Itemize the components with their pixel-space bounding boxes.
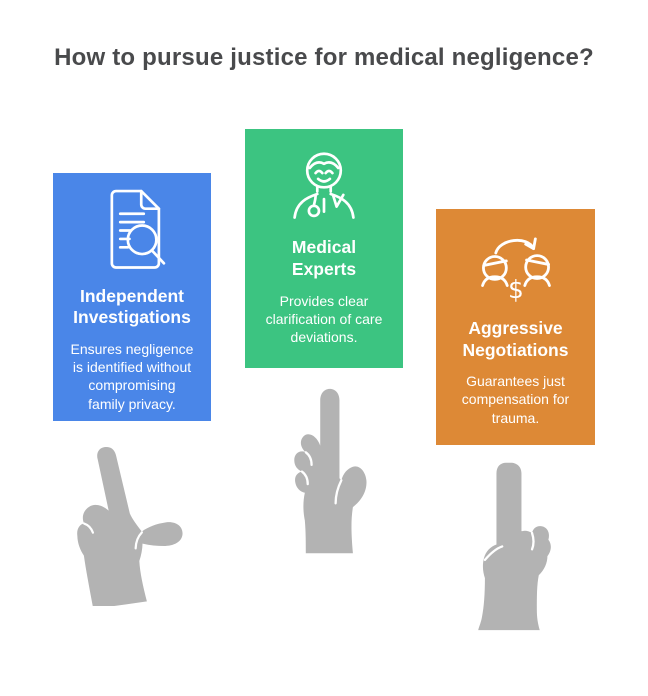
- document-search-icon: [110, 189, 166, 269]
- card-body: Ensures negligence is identified without…: [70, 341, 194, 412]
- card-heading: Medical Experts: [291, 237, 357, 279]
- card-heading: Aggressive Negotiations: [462, 317, 569, 360]
- card-heading: Independent Investigations: [73, 285, 191, 328]
- pointing-hand-icon: [291, 386, 369, 556]
- card-body: Guarantees just compensation for trauma.: [461, 373, 570, 426]
- pointing-hand-icon: [74, 444, 185, 607]
- pointing-hand-icon: [475, 460, 554, 632]
- page-title: How to pursue justice for medical neglig…: [54, 44, 594, 71]
- card-independent-investigations: Independent Investigations Ensures negli…: [48, 168, 216, 426]
- negotiation-exchange-icon: $: [480, 237, 551, 304]
- doctor-icon: [293, 152, 355, 219]
- dollar-sign: $: [508, 275, 524, 304]
- card-aggressive-negotiations: $ Aggressive Negotiations Guarantees jus…: [431, 204, 600, 450]
- card-medical-experts: Medical Experts Provides clear clarifica…: [240, 124, 408, 373]
- card-body: Provides clear clarification of care dev…: [265, 292, 383, 346]
